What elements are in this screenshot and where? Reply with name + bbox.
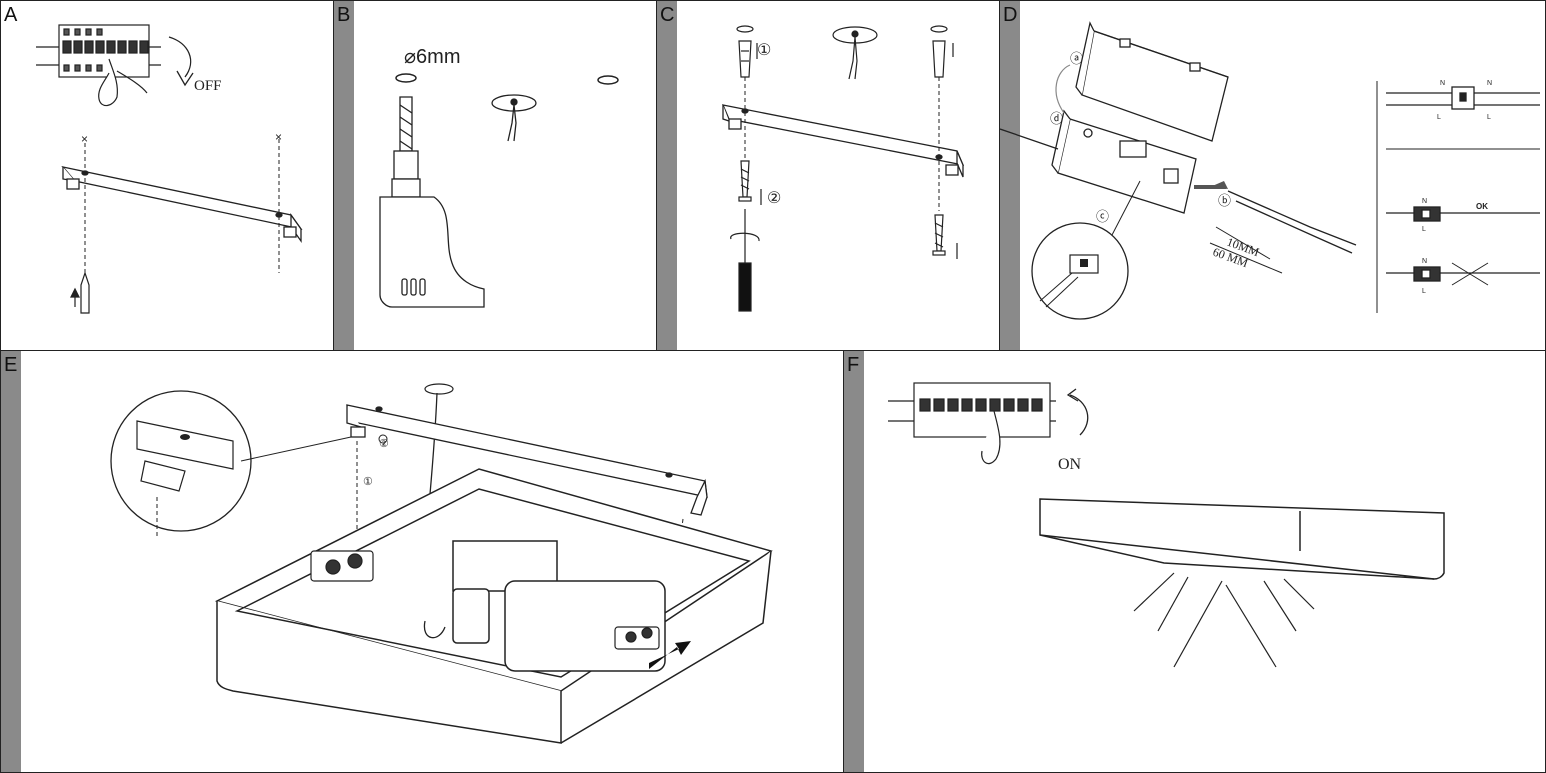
panel-e-side-strip (1, 351, 21, 772)
incorrect-connection-diagram (1386, 262, 1540, 286)
callout-b: ⓑ (1218, 193, 1231, 208)
screw-icon (738, 160, 752, 202)
terminal-cover (1075, 21, 1229, 142)
step-2-label: ② (767, 190, 781, 207)
terminal-block-right (614, 626, 660, 650)
cable-left (1000, 128, 1059, 150)
circuit-breaker-icon (36, 24, 161, 107)
ceiling-light-frame (214, 468, 773, 744)
screw-head-e (378, 434, 388, 444)
alignment-lines-c (744, 77, 940, 211)
panel-e-letter: E (4, 354, 18, 376)
wall-plug-right-icon (930, 25, 948, 78)
slide-arrow-icon (649, 641, 691, 669)
panel-b-drawing: ⌀6mm (379, 46, 619, 308)
circuit-breaker-on-icon (888, 382, 1056, 465)
terminal-block-left (310, 550, 374, 582)
drill-size-label: ⌀6mm (404, 46, 460, 68)
ceiling-cable-outlet (491, 94, 537, 142)
switch-off-label: OFF (194, 78, 222, 94)
rotate-up-arrow-icon (1066, 388, 1089, 436)
panel-a: A OFF (0, 0, 335, 352)
panel-a-letter: A (4, 4, 18, 26)
cable-loop (423, 620, 446, 639)
mounting-bracket-e (346, 404, 708, 516)
terminal-box (1051, 109, 1197, 214)
mains-cable (1227, 190, 1357, 254)
screwdriver-icon (730, 209, 760, 312)
panel-f-letter: F (847, 354, 860, 376)
drill-hole-left (395, 73, 417, 83)
ceiling-cable-outlet-c (832, 26, 878, 80)
panel-f-drawing: ON (888, 382, 1445, 668)
light-rays (1133, 572, 1315, 668)
bracket-detail-circle (110, 390, 352, 539)
connector-wiring-diagram (1386, 86, 1540, 110)
neutral-label-bad: N (1422, 258, 1427, 265)
correct-connection-diagram (1386, 206, 1540, 222)
drill-hole-right (597, 75, 619, 85)
screw-right-icon (932, 214, 946, 256)
ceiling-outlet-e (424, 383, 454, 395)
step-1-label-e: ① (363, 476, 373, 488)
panel-b-side-strip (334, 1, 354, 351)
panel-b-letter: B (337, 4, 351, 26)
neutral-label-1: N (1440, 80, 1445, 87)
live-label-2: L (1487, 114, 1491, 121)
live-label-ok: L (1422, 226, 1426, 233)
rotate-down-arrow-icon (168, 36, 194, 87)
switch-on-label: ON (1058, 456, 1082, 473)
live-label-1: L (1437, 114, 1441, 121)
strip-dimension-lines (1209, 226, 1283, 274)
live-label-bad: L (1422, 288, 1426, 295)
wall-plug-icon (736, 25, 754, 78)
pencil-icon (70, 271, 90, 314)
callout-c: ⓒ (1096, 209, 1109, 224)
panel-c-side-strip (657, 1, 677, 351)
step-2-label-e: ② (379, 438, 389, 450)
open-cover-arrow (1055, 64, 1071, 114)
callout-d: ⓓ (1050, 111, 1063, 126)
marking-guide-lines (84, 139, 280, 281)
panel-d-drawing: ⓐ ⓓ ⓑ 10MM 60 MM ⓒ (1000, 21, 1540, 320)
panel-d-side-strip (1000, 1, 1020, 351)
installed-ceiling-light (1039, 498, 1445, 580)
panel-c: C ① (656, 0, 1001, 352)
step-1-label: ① (757, 42, 771, 59)
panel-c-drawing: ① ② (721, 25, 965, 312)
neutral-label-2: N (1487, 80, 1492, 87)
panel-f-side-strip (844, 351, 864, 772)
terminal-zoom-circle (1031, 180, 1141, 320)
panel-e-drawing: ① ② (110, 383, 773, 744)
mark-x-left: × (81, 132, 88, 146)
panel-e: E ① ② (0, 350, 845, 773)
mark-x-right: × (275, 130, 282, 144)
mounting-bracket (61, 165, 303, 244)
panel-b: B ⌀6mm (333, 0, 658, 352)
mounting-bracket-c (721, 104, 965, 178)
drill-icon (379, 96, 485, 308)
callout-a: ⓐ (1070, 51, 1083, 66)
ok-label: OK (1476, 202, 1488, 211)
panel-c-letter: C (660, 4, 675, 26)
panel-f: F ON (843, 350, 1546, 773)
panel-d: D ⓐ ⓓ ⓑ 10MM (999, 0, 1546, 352)
panel-a-drawing: OFF × × (36, 24, 303, 314)
neutral-label-ok: N (1422, 198, 1427, 205)
panel-d-letter: D (1003, 4, 1018, 26)
